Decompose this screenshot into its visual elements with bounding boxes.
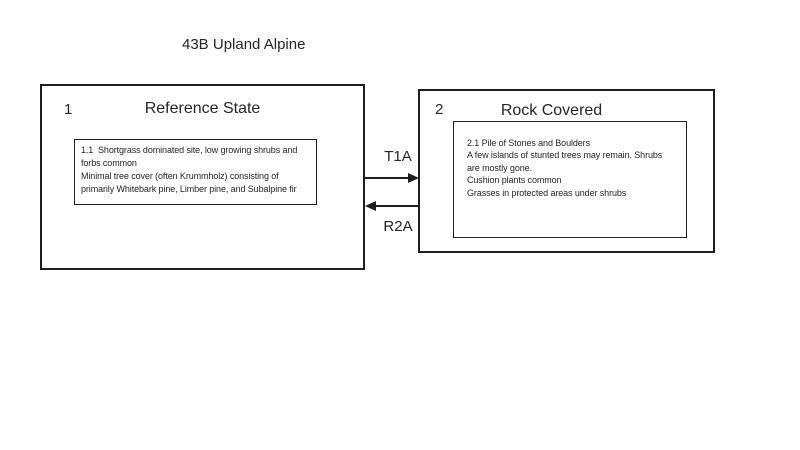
community-text-line: are mostly gone.	[467, 162, 532, 173]
community-text-line: Cushion plants common	[467, 175, 562, 186]
community-text-line: 1.1 Shortgrass dominated site, low growi…	[81, 145, 298, 155]
state-number: 1	[64, 101, 73, 118]
state-title: Rock Covered	[500, 102, 603, 119]
state-title: Reference State	[144, 100, 261, 117]
arrowhead-left-icon	[365, 201, 376, 211]
community-text-line: primarily Whitebark pine, Limber pine, a…	[81, 184, 297, 194]
transition-label-r2a: R2A	[383, 218, 413, 235]
community-text-line: A few islands of stunted trees may remai…	[467, 150, 663, 161]
community-text-line: Minimal tree cover (often Krummholz) con…	[81, 171, 279, 181]
state-number: 2	[435, 101, 444, 118]
community-text-line: forbs common	[81, 158, 137, 168]
community-text-line: 2.1 Pile of Stones and Boulders	[467, 138, 590, 148]
community-box-2-1: 2.1 Pile of Stones and Boulders A few is…	[453, 121, 687, 238]
transition-label-t1a: T1A	[384, 148, 412, 165]
community-text-line: Grasses in protected areas under shrubs	[467, 187, 627, 198]
transition-arrow-t1a-line	[364, 177, 412, 179]
transition-arrow-r2a-line	[372, 205, 418, 207]
state-box-rock-covered: 2 Rock Covered 2.1 Pile of Stones and Bo…	[418, 89, 715, 253]
diagram-title: 43B Upland Alpine	[182, 36, 306, 53]
arrowhead-right-icon	[408, 173, 419, 183]
community-box-1-1: 1.1 Shortgrass dominated site, low growi…	[74, 139, 317, 205]
state-box-reference-state: 1 Reference State 1.1 Shortgrass dominat…	[40, 84, 365, 270]
